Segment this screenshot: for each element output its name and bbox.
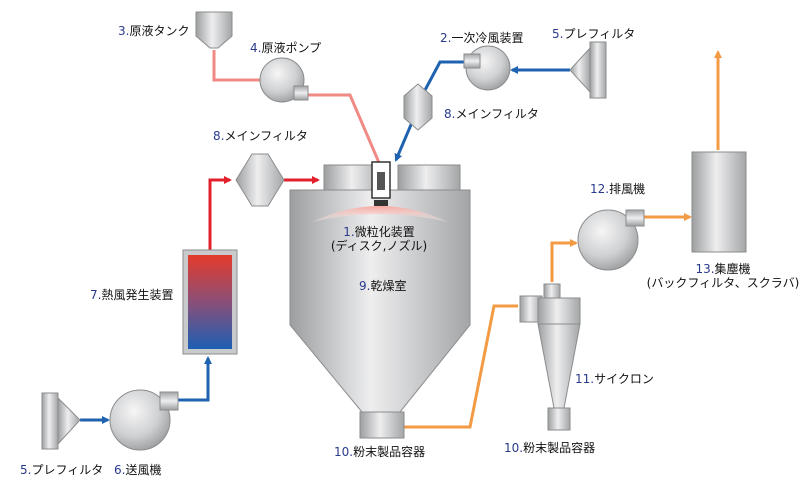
liquid-pipe-pump-to-atomizer [304,93,382,166]
hot-air-pipe-heater-to-filter [208,176,232,250]
label-dust-collector: 13.集塵機 (バックフィルタ、スクラバ) [646,262,800,290]
label-raw-pump: 4.原液ポンプ [250,41,322,55]
inlet-air-pipe-blower-to-heater [176,356,212,402]
exhaust-pipe-chamber-to-cyclone [402,304,518,429]
label-atomizer: 1.微粒化装置 (ディスク,ノズル) [330,225,428,253]
label-main-filter-top: 8.メインフィルタ [444,107,539,121]
raw-liquid-pump [259,57,309,103]
raw-liquid-tank [195,11,233,49]
liquid-pipe-tank-to-pump [212,50,262,82]
hot-air-generator [182,249,238,355]
main-filter-left [235,153,285,207]
cool-air-pipe-filter-to-atomizer [394,119,415,162]
pipe-lines [80,50,722,429]
label-prefilter-top: 5.プレフィルタ [552,27,636,41]
label-cyclone: 11.サイクロン [575,372,654,386]
atomizer-nozzle [371,161,391,206]
label-primary-cooling: 2.一次冷風装置 [440,31,524,45]
prefilter-bottom [41,392,81,450]
label-main-filter-left: 8.メインフィルタ [213,129,308,143]
exhaust-fan [577,209,645,271]
primary-cooling-unit [463,45,511,91]
label-blower: 6.送風機 [114,463,162,477]
dust-collector [691,151,747,253]
label-raw-tank: 3.原液タンク [118,24,190,38]
label-prefilter-bottom: 5.プレフィルタ [20,463,104,477]
prefilter-top [569,41,607,99]
label-drying-chamber: 9.乾燥室 [359,279,407,293]
label-heater: 7.熱風発生装置 [90,288,174,302]
exhaust-pipe-cyclone-to-fan [550,239,578,282]
label-exhaust-fan: 12.排風機 [590,182,646,196]
label-powder-container-left: 10.粉末製品容器 [334,445,426,459]
label-powder-container-right: 10.粉末製品容器 [504,441,596,455]
main-filter-top [403,83,433,131]
cyclone [519,283,581,431]
cool-air-pipe-cooler-to-filter [422,60,466,93]
blower [109,389,179,451]
